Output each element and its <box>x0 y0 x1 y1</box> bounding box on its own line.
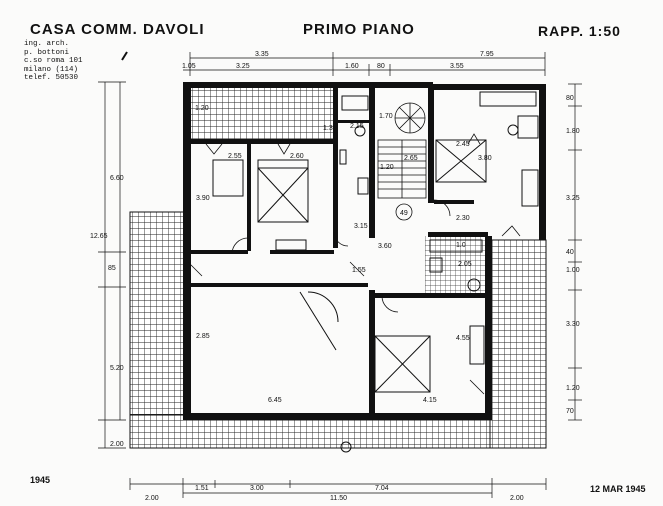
room-label: 2.15 <box>350 123 364 130</box>
dim-right: 3.30 <box>566 321 580 328</box>
dim-bottom: 2.00 <box>510 495 524 502</box>
dim-left: 85 <box>108 265 116 272</box>
dim-right: 1.00 <box>566 267 580 274</box>
room-label: 1.3 <box>323 125 333 132</box>
dim-right: 1.20 <box>566 385 580 392</box>
dim-bottom: 11.50 <box>330 495 347 502</box>
room-label: 1.20 <box>195 105 209 112</box>
dim-top: 3.25 <box>236 63 250 70</box>
dimension-lines <box>98 52 582 498</box>
dim-right: 40 <box>566 249 574 256</box>
furniture <box>212 91 539 453</box>
pen-mark <box>121 51 128 61</box>
dim-bottom: 3.00 <box>250 485 264 492</box>
dim-bottom: 2.00 <box>145 495 159 502</box>
room-label: 4.15 <box>423 397 437 404</box>
dim-left: 2.00 <box>110 441 124 448</box>
terrace-tiling <box>129 85 547 449</box>
project-title: CASA COMM. DAVOLI <box>30 21 205 38</box>
interior-walls <box>188 88 488 418</box>
scale-label: RAPP. 1:50 <box>538 23 621 39</box>
room-label: 2.45 <box>456 141 470 148</box>
room-label: 2.30 <box>456 215 470 222</box>
room-label: 1.0 <box>456 242 466 249</box>
dim-right: 1.80 <box>566 128 580 135</box>
room-label: 3.90 <box>196 195 210 202</box>
room-label: 1.55 <box>352 267 366 274</box>
dim-top: 80 <box>377 63 385 70</box>
dim-bottom: 7.04 <box>375 485 389 492</box>
room-label: 3.80 <box>478 155 492 162</box>
architect-line: p. bottoni <box>24 48 70 57</box>
room-label: 2.65 <box>404 155 418 162</box>
dim-top: 3.55 <box>450 63 464 70</box>
room-label: 1.20 <box>380 164 394 171</box>
room-labels: 1.20 1.3 2.55 2.60 3.90 2.85 6.45 1.70 2… <box>195 105 492 404</box>
room-label: 2.85 <box>196 333 210 340</box>
dimension-texts: 3.35 7.95 1.05 3.25 1.60 80 3.55 6.60 12… <box>90 51 580 502</box>
architect-line: milano (114) <box>24 65 79 74</box>
floor-title: PRIMO PIANO <box>303 21 415 38</box>
dim-left: 6.60 <box>110 175 124 182</box>
dim-top: 1.60 <box>345 63 359 70</box>
room-label: 4.55 <box>456 335 470 342</box>
dim-top: 1.05 <box>182 63 196 70</box>
architect-line: telef. 50530 <box>24 74 79 83</box>
dim-top: 3.35 <box>255 51 269 58</box>
architect-line: ing. arch. <box>24 40 70 48</box>
dim-right: 3.25 <box>566 195 580 202</box>
dim-right: 80 <box>566 95 574 102</box>
exterior-walls <box>183 82 546 420</box>
door-swings <box>187 133 521 395</box>
room-label: 3.60 <box>378 243 392 250</box>
room-label: 6.45 <box>268 397 282 404</box>
dim-top: 7.95 <box>480 51 494 58</box>
architect-block: ing. arch. p. bottoni c.so roma 101 mila… <box>24 40 83 83</box>
dim-bottom: 1.51 <box>195 485 209 492</box>
dim-left: 5.20 <box>110 365 124 372</box>
room-label: 49 <box>400 210 408 217</box>
date-stamp: 12 MAR 1945 <box>590 484 646 494</box>
room-label: 3.15 <box>354 223 368 230</box>
room-label: 1.70 <box>379 113 393 120</box>
dim-right: 70 <box>566 408 574 415</box>
room-label: 2.05 <box>458 261 472 268</box>
architect-line: c.so roma 101 <box>24 57 83 66</box>
year-label: 1945 <box>30 475 51 485</box>
room-label: 2.60 <box>290 153 304 160</box>
room-label: 2.55 <box>228 153 242 160</box>
dim-left: 12.65 <box>90 233 108 240</box>
staircase <box>377 102 427 221</box>
